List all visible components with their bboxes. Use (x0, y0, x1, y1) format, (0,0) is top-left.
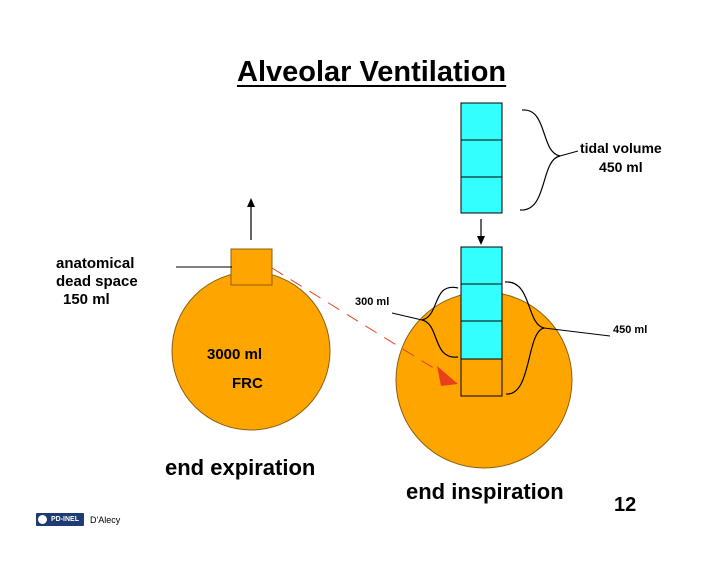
institution-logo: PD-INEL (36, 513, 84, 526)
fresh-air-pointer (391, 312, 423, 321)
fresh-air-300-label: 300 ml (355, 296, 390, 308)
tidal-volume-label-line2: 450 ml (599, 159, 643, 175)
inspiration-arrowhead (477, 236, 485, 245)
logo-text: PD-INEL (51, 516, 79, 523)
page-number: 12 (614, 494, 637, 516)
total-volume-brace (504, 281, 545, 395)
dead-space-transfer-arrowhead (437, 366, 458, 386)
dead-space-label-line2: dead space (56, 273, 138, 290)
tidal-volume-brace (519, 109, 561, 211)
total-volume-pointer (543, 327, 611, 337)
alveolar-dead-space-box (460, 358, 503, 397)
footer: PD-INEL D'Alecy (36, 513, 120, 526)
frc-label: FRC (232, 375, 263, 392)
end-inspiration-caption: end inspiration (406, 479, 564, 504)
dead-space-label-line1: anatomical (56, 255, 135, 272)
dead-space-label-line3: 150 ml (63, 291, 110, 308)
total-450-label: 450 ml (613, 324, 648, 336)
dead-space-label: anatomical dead space 150 ml (56, 255, 138, 309)
end-expiration-caption: end expiration (165, 455, 316, 480)
frc-volume-label: 3000 ml (207, 346, 263, 363)
tidal-volume-block-1 (460, 102, 503, 141)
seal-icon (38, 515, 47, 524)
tidal-volume-brace-tick (559, 150, 579, 157)
tidal-volume-label: tidal volume 450 ml (580, 139, 662, 177)
tidal-volume-block-2 (460, 139, 503, 178)
author-credit: D'Alecy (90, 514, 121, 525)
inspired-air-block-2 (460, 283, 503, 322)
page-title: Alveolar Ventilation (237, 56, 507, 88)
fresh-air-brace (421, 286, 459, 358)
dead-space-trachea (230, 248, 273, 286)
tidal-volume-block-3 (460, 176, 503, 214)
expiration-arrowhead (247, 198, 255, 207)
inspired-air-block-3 (460, 320, 503, 360)
dead-space-transfer-arrow (271, 267, 441, 373)
inspired-air-block-1 (460, 246, 503, 285)
tidal-volume-label-line1: tidal volume (580, 140, 662, 156)
